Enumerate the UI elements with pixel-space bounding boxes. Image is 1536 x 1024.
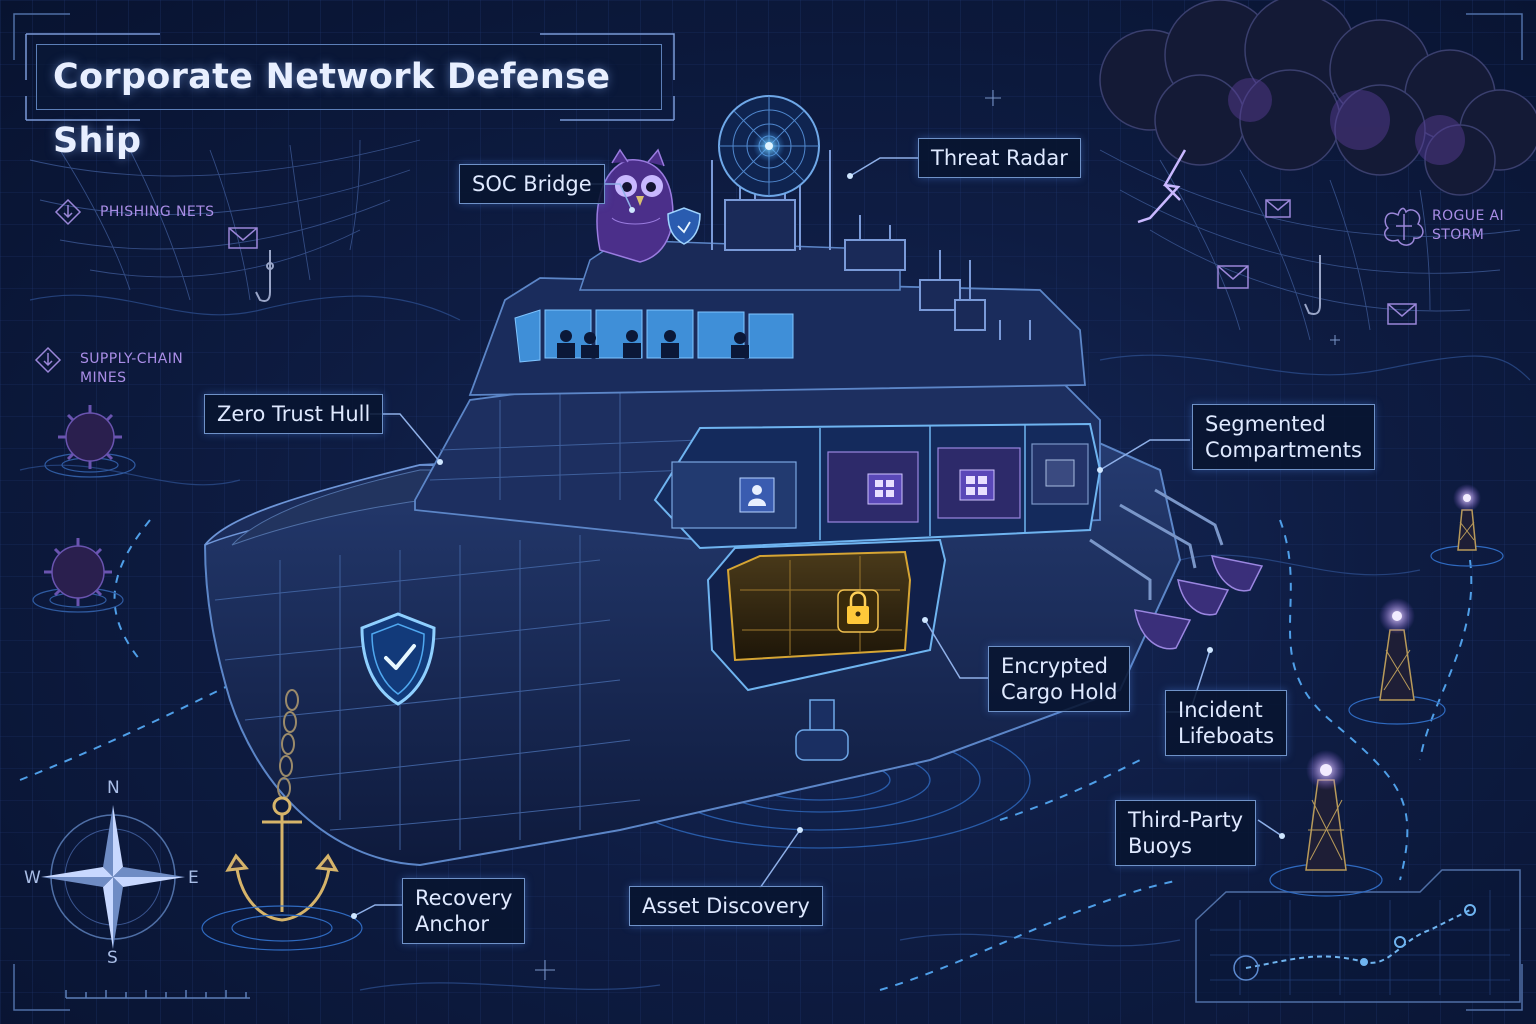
callout-label-line-1: Recovery <box>415 886 513 910</box>
envelope-icon <box>228 199 1417 325</box>
owl-shield-icon <box>667 207 701 245</box>
user-icon <box>748 485 766 506</box>
compartment-user <box>671 461 797 529</box>
radar-dish-icon <box>718 95 820 197</box>
hazard-label-line-1: ROGUE AI <box>1432 208 1505 224</box>
callout-label: Asset Discovery <box>642 894 810 918</box>
callout-third-party-buoys: Third-Party Buoys <box>1115 800 1257 866</box>
compartment-grid-2 <box>937 447 1021 519</box>
mini-route-chart <box>1195 869 1521 1003</box>
fish-hook-icon <box>255 250 1321 315</box>
leader-dots <box>351 173 1285 919</box>
hazard-label-line-2: MINES <box>80 370 127 386</box>
naval-mine-icon <box>32 405 136 613</box>
hazard-rogue-ai-storm: ROGUE AI STORM <box>1432 207 1504 245</box>
bridge-windows <box>514 309 794 363</box>
callout-label-line-2: Cargo Hold <box>1001 680 1118 704</box>
title-panel: Corporate Network Defense Ship <box>36 44 662 161</box>
davits <box>1089 488 1224 600</box>
owl-icon <box>596 148 674 263</box>
compass-north-label: N <box>107 778 120 798</box>
callout-label-line-2: Anchor <box>415 912 490 936</box>
callout-label-line-2: Compartments <box>1205 438 1362 462</box>
callout-segmented-compartments: Segmented Compartments <box>1192 404 1375 470</box>
grid-icon <box>875 480 894 497</box>
storm-cloud-icon <box>1099 0 1536 196</box>
page-title: Corporate Network Defense Ship <box>53 57 611 161</box>
sonar-pod <box>795 699 849 761</box>
hazard-badge-icon <box>34 198 82 374</box>
callout-label-line-2: Buoys <box>1128 834 1192 858</box>
compass-west-label: W <box>24 868 41 888</box>
cargo-chest <box>726 550 912 662</box>
compass-east-label: E <box>188 868 199 888</box>
callout-threat-radar: Threat Radar <box>918 138 1081 178</box>
callout-soc-bridge: SOC Bridge <box>459 164 605 204</box>
brain-icon <box>1384 207 1424 246</box>
crew-silhouettes <box>557 330 749 358</box>
callout-label-line-1: Incident <box>1178 698 1263 722</box>
compass-south-label: S <box>107 948 118 968</box>
compass-rose-icon <box>41 805 185 949</box>
lightning-icon <box>1137 149 1187 224</box>
lifeboat-icon <box>1134 555 1264 650</box>
hazard-label-line-2: STORM <box>1432 227 1485 243</box>
scale-ruler <box>65 990 250 999</box>
ship-illustration <box>201 95 1264 951</box>
callout-label: Threat Radar <box>931 146 1068 170</box>
compartment-grid <box>827 451 919 523</box>
callout-label: Zero Trust Hull <box>217 402 371 426</box>
hazard-supply-chain-mines: SUPPLY-CHAIN MINES <box>80 350 183 388</box>
callout-incident-lifeboats: Incident Lifeboats <box>1165 690 1288 756</box>
callout-label-line-1: Encrypted <box>1001 654 1108 678</box>
hazard-label-line-1: SUPPLY-CHAIN <box>80 351 184 367</box>
hazard-label: PHISHING NETS <box>100 204 215 220</box>
callout-recovery-anchor: Recovery Anchor <box>402 878 526 944</box>
callout-label-line-2: Lifeboats <box>1178 724 1275 748</box>
callout-asset-discovery: Asset Discovery <box>629 886 823 926</box>
callout-label-line-1: Third-Party <box>1128 808 1244 832</box>
compartment-server <box>1031 443 1089 505</box>
shield-check-icon <box>360 612 436 706</box>
buoy-icon <box>1269 484 1504 897</box>
callout-encrypted-cargo-hold: Encrypted Cargo Hold <box>988 646 1131 712</box>
callout-label: SOC Bridge <box>472 172 592 196</box>
padlock-icon <box>847 591 869 624</box>
callout-label-line-1: Segmented <box>1205 412 1326 436</box>
hazard-phishing-nets: PHISHING NETS <box>100 203 214 222</box>
anchor-icon <box>225 796 339 922</box>
callout-zero-trust-hull: Zero Trust Hull <box>204 394 384 434</box>
